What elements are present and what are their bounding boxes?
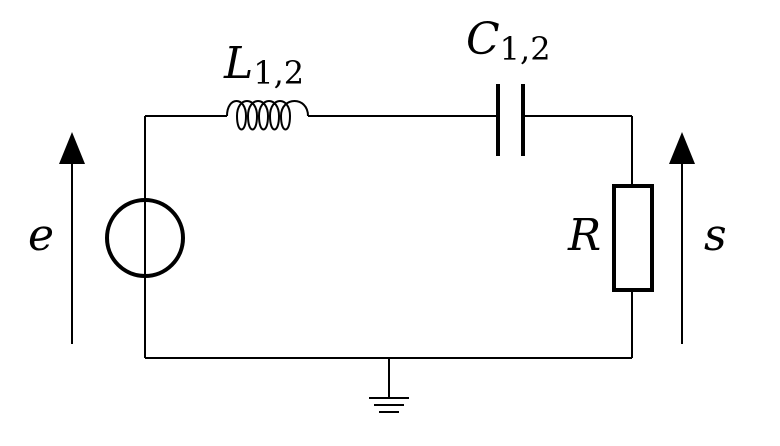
ground-symbol — [369, 358, 409, 413]
capacitor-label: C1,2 — [466, 14, 551, 68]
output-voltage-label: s — [704, 210, 727, 261]
source-voltage-arrow — [59, 132, 85, 344]
inductor-label: L1,2 — [223, 38, 304, 92]
resistor — [612, 184, 654, 292]
output-voltage-arrow — [669, 132, 695, 344]
inductor-coil — [226, 100, 309, 131]
resistor-label: R — [567, 210, 601, 261]
source-voltage-label: e — [28, 210, 54, 261]
